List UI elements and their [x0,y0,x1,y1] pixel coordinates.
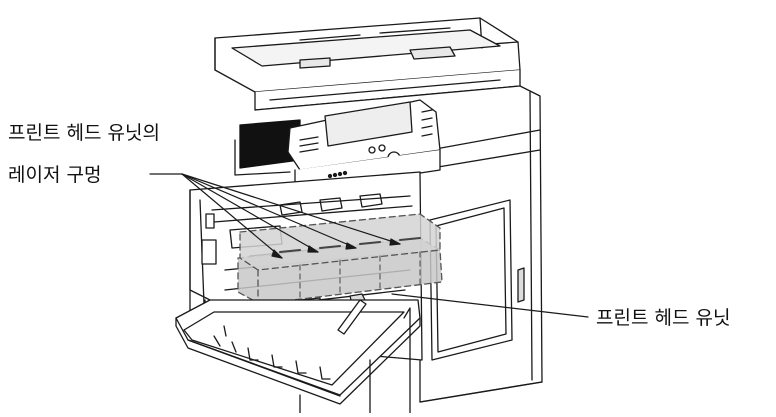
arrowhead-1 [271,249,283,259]
label-laser-holes-line1: 프린트 헤드 유닛의 [8,122,160,144]
leader-line-hole-1 [181,173,283,259]
leader-line-hole-2 [181,173,319,253]
laser-holes-leader-lines [149,173,401,259]
label-laser-holes-line2: 레이저 구멍 [8,164,102,186]
leader-line-printhead-unit [391,293,589,318]
arrowhead-3 [345,242,357,250]
leader-line-hole-4 [181,173,401,245]
label-printhead-unit: 프린트 헤드 유닛 [596,307,731,329]
printer-base [299,359,543,414]
print-head-unit [237,213,443,305]
arrowhead-2 [307,245,319,253]
arrowhead-4 [389,238,401,246]
leader-line-hole-3 [181,173,357,249]
front-door [175,299,421,405]
printhead-unit-leader [391,293,589,318]
